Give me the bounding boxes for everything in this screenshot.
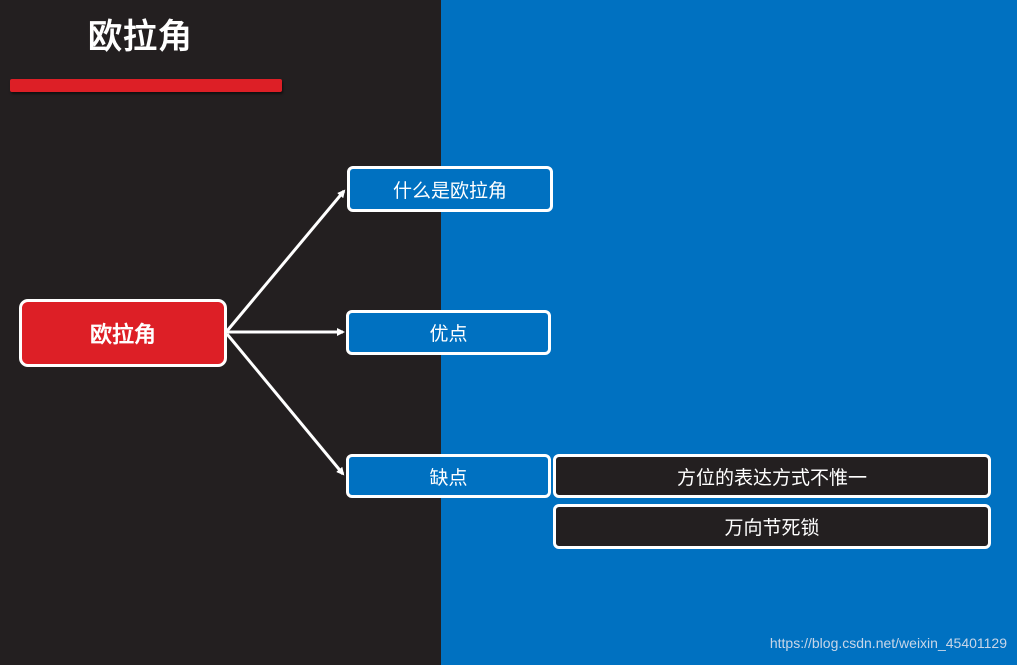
cons-child-node-1: 方位的表达方式不惟一	[553, 454, 991, 498]
branch-node-what-is: 什么是欧拉角	[347, 166, 553, 212]
cons-child-node-2: 万向节死锁	[553, 504, 991, 549]
watermark-url: https://blog.csdn.net/weixin_45401129	[769, 635, 1007, 651]
title-underline-bar	[10, 79, 282, 92]
branch-node-cons: 缺点	[346, 454, 551, 498]
branch-node-pros: 优点	[346, 310, 551, 355]
page-title: 欧拉角	[88, 17, 193, 57]
root-node: 欧拉角	[19, 299, 227, 367]
